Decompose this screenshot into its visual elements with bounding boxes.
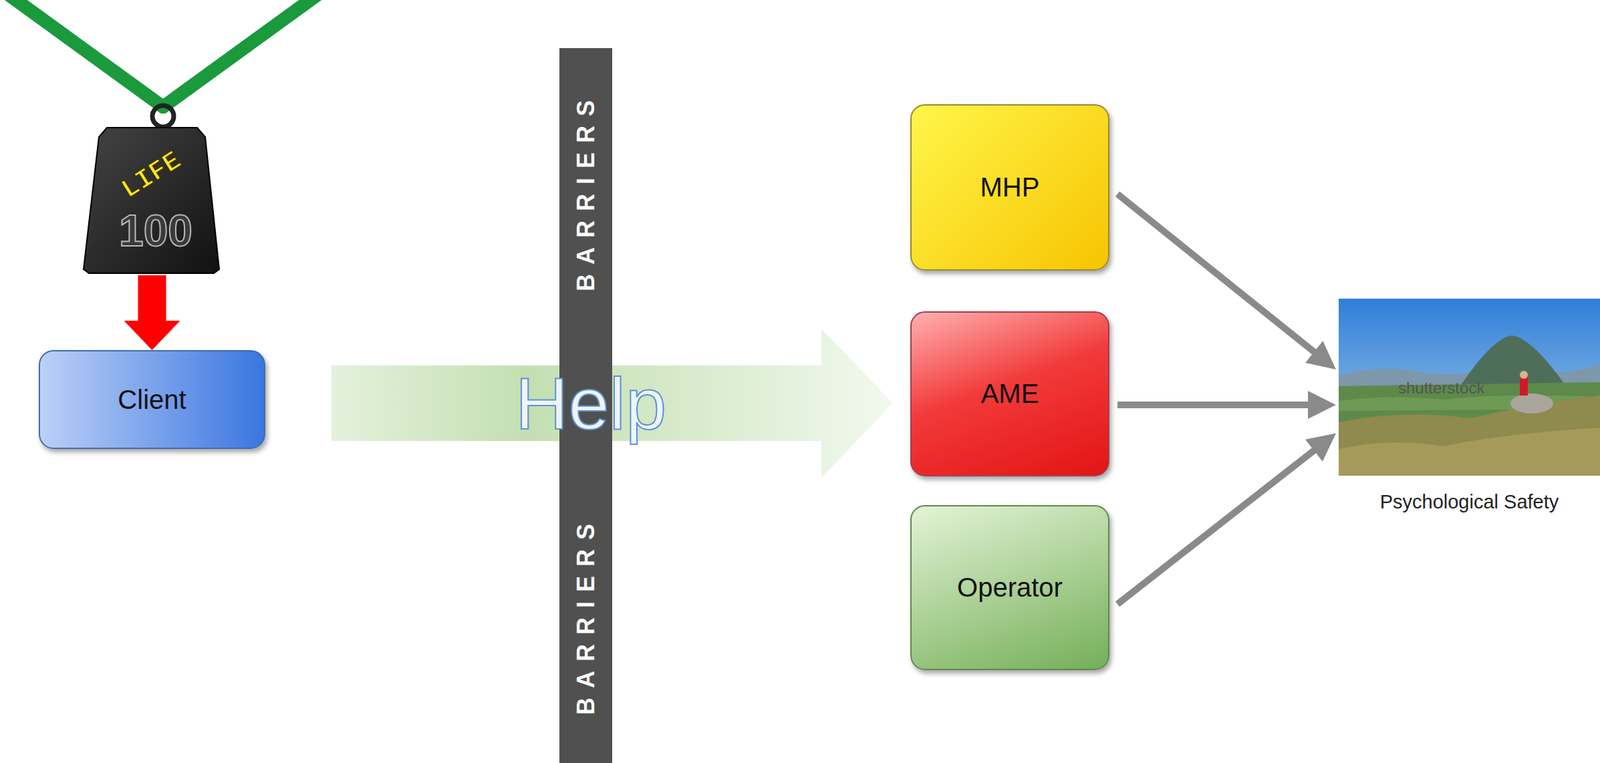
- weight-body: [83, 127, 220, 274]
- box-label: MHP: [980, 172, 1040, 203]
- grey-arrow: [1117, 390, 1337, 420]
- box-label: Client: [117, 384, 186, 416]
- help-arrow: Help: [331, 328, 893, 478]
- red-arrow: [124, 275, 181, 351]
- watermark: shutterstock: [1398, 378, 1485, 398]
- arrow-head: [1307, 390, 1337, 420]
- connector-shaft: [1117, 449, 1316, 605]
- text-holder: BARRIERS: [574, 514, 599, 716]
- lanyard-strap: [6, 0, 320, 127]
- weight-shape: LIFE100: [76, 96, 228, 276]
- connector-shaft: [1117, 193, 1317, 354]
- text-holder: 100: [118, 208, 193, 253]
- arrow-head: [124, 320, 181, 351]
- process-box: AME: [910, 311, 1110, 477]
- connector-shaft: [138, 275, 167, 324]
- arrow-head: [1305, 340, 1337, 370]
- connector-shaft: [1117, 401, 1311, 409]
- process-box: MHP: [910, 104, 1110, 271]
- barrier-label: BARRIERS: [574, 90, 599, 292]
- arrow-head: [1305, 433, 1337, 462]
- text-holder: BARRIERS: [574, 90, 599, 292]
- grey-arrow: [1117, 433, 1337, 605]
- photo-caption: Psychological Safety: [1338, 491, 1600, 514]
- weight-number: 100: [118, 208, 193, 253]
- landscape-photo: [1338, 298, 1600, 476]
- help-label: Help: [515, 366, 667, 441]
- box-label: AME: [981, 378, 1040, 410]
- box-label: Operator: [957, 572, 1063, 603]
- barrier-label: BARRIERS: [574, 514, 599, 716]
- process-box: Operator: [910, 505, 1110, 671]
- grey-arrow: [1117, 193, 1337, 370]
- help-arrow-body: [331, 328, 893, 478]
- process-box: Client: [38, 350, 266, 450]
